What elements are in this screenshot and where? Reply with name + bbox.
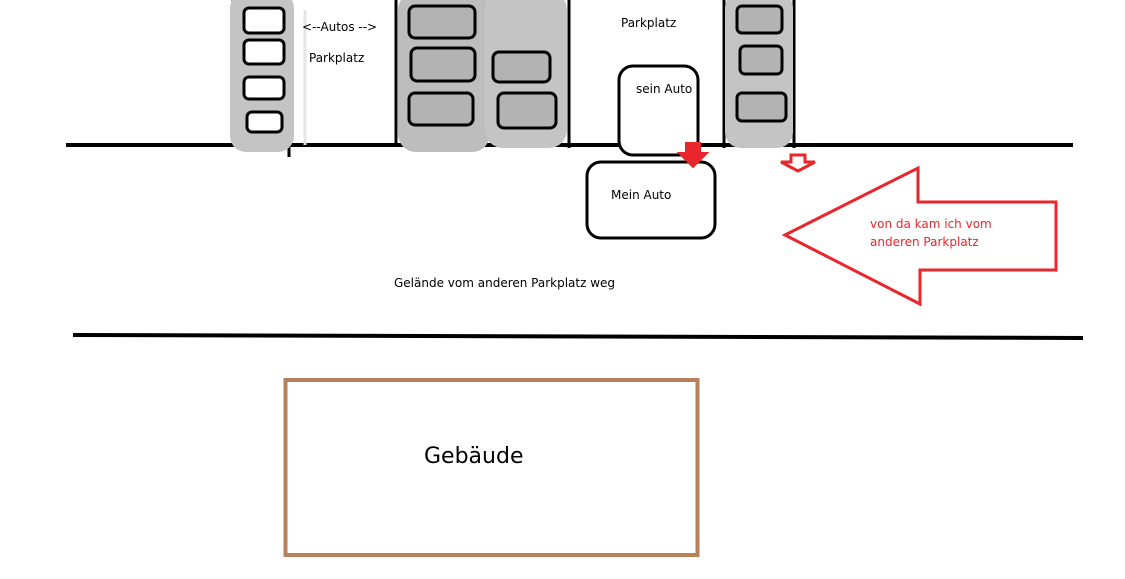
small-outline-arrow-icon — [780, 153, 816, 173]
parked-car — [725, 0, 793, 148]
parked-car — [398, 0, 490, 152]
gelaende-label: Gelände vom anderen Parkplatz weg — [394, 276, 616, 290]
sein-auto-label: sein Auto — [636, 82, 693, 96]
big-red-arrow-icon — [781, 165, 1058, 307]
building — [283, 378, 700, 557]
small-red-arrow-icon — [676, 142, 710, 169]
mein-auto-label: Mein Auto — [611, 188, 672, 202]
arrow-annotation: von da kam ich vom anderen Parkplatz — [870, 217, 992, 249]
gebaeude-label: Gebäude — [424, 444, 524, 469]
parkplatz-left-label: Parkplatz — [309, 51, 365, 65]
autos-label: <--Autos --> — [302, 20, 378, 34]
mein-auto-car — [585, 160, 717, 240]
parkplatz-top-label: Parkplatz — [621, 16, 677, 30]
road-bottom-line — [72, 333, 1084, 340]
parked-car — [230, 0, 294, 152]
parked-car — [485, 0, 567, 148]
sein-auto-car — [617, 64, 700, 157]
